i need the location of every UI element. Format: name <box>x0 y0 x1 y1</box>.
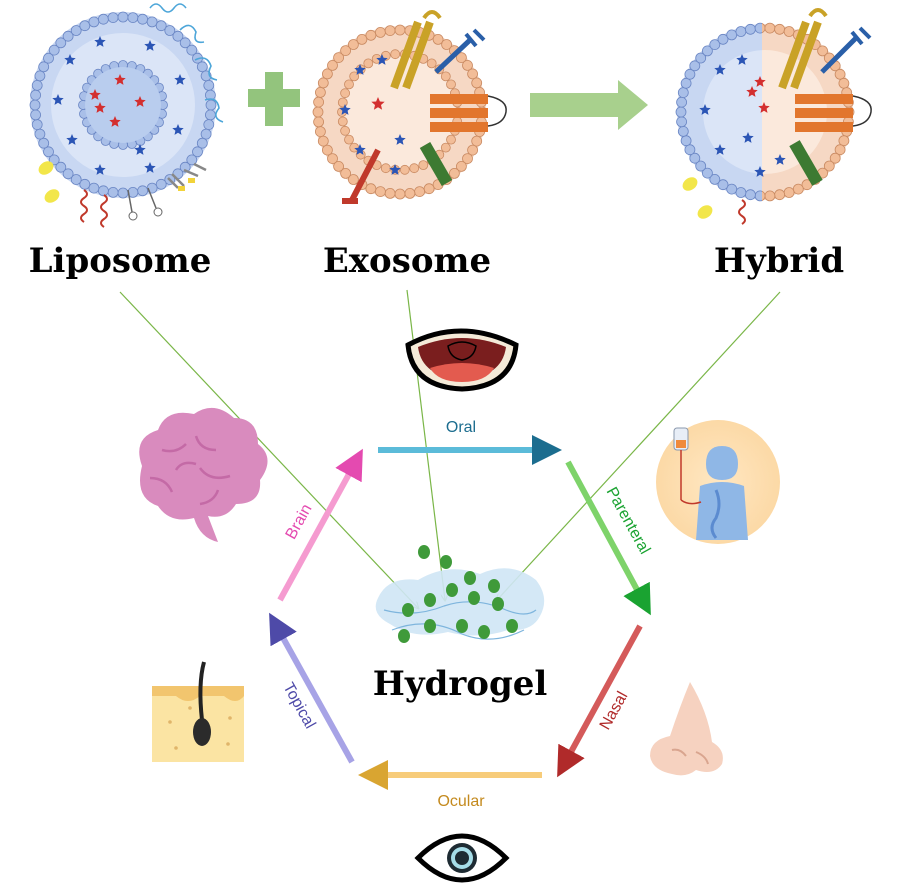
ocular-label: Ocular <box>437 793 485 810</box>
mouth-icon <box>405 328 519 392</box>
iv-drip-body-icon <box>656 420 780 544</box>
hydrogel-title: Hydrogel <box>373 664 548 704</box>
hybrid-title: Hybrid <box>714 241 844 281</box>
hybrid-vesicle-icon <box>675 8 872 225</box>
nose-icon <box>650 682 723 776</box>
parenteral-arrow <box>565 460 651 616</box>
liposome-icon <box>29 3 224 228</box>
nasal-arrow <box>557 624 643 778</box>
liposome-connector <box>119 291 418 608</box>
skin-hair-icon <box>152 661 244 762</box>
brain-arrow <box>277 448 363 602</box>
oral-label: Oral <box>446 419 476 436</box>
liposome-title: Liposome <box>29 241 212 281</box>
right-arrow-icon <box>530 80 648 130</box>
eye-icon <box>414 833 510 883</box>
plus-icon <box>248 72 300 126</box>
hybrid-connector <box>497 291 781 600</box>
hydrogel-icon <box>375 545 545 643</box>
brain-label: Brain <box>283 501 316 542</box>
exosome-icon <box>312 10 507 204</box>
topical-arrow <box>269 612 355 764</box>
brain-icon <box>139 407 268 542</box>
exosome-title: Exosome <box>323 241 491 281</box>
